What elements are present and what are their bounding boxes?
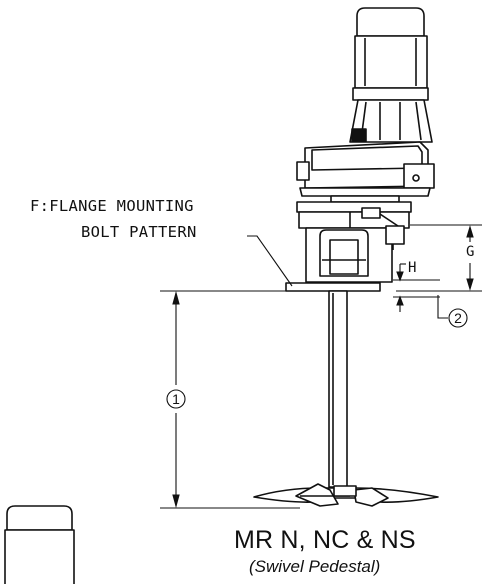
motor — [349, 7, 433, 143]
dimension-h-label: H — [408, 260, 417, 276]
flange-label-line2: BOLT PATTERN — [81, 223, 197, 241]
dimension-1 — [160, 290, 300, 509]
dimension-g — [396, 224, 482, 292]
dimension-h — [393, 263, 440, 312]
mounting-flange — [285, 282, 381, 292]
drawing-subtitle: (Swivel Pedestal) — [249, 557, 381, 576]
callout-1-number: 1 — [172, 391, 180, 407]
flange-leader — [247, 235, 293, 287]
drawing-title: MR N, NC & NS — [234, 526, 416, 554]
second-motor-partial — [4, 505, 75, 584]
dimension-g-label: G — [466, 244, 475, 260]
callout-2-number: 2 — [454, 310, 462, 326]
shaft — [328, 290, 348, 488]
impeller — [253, 483, 439, 507]
pedestal — [285, 201, 412, 292]
flange-label-line1: F:FLANGE MOUNTING — [30, 197, 194, 215]
callout-2-leader — [437, 295, 468, 328]
gearbox — [296, 141, 435, 203]
